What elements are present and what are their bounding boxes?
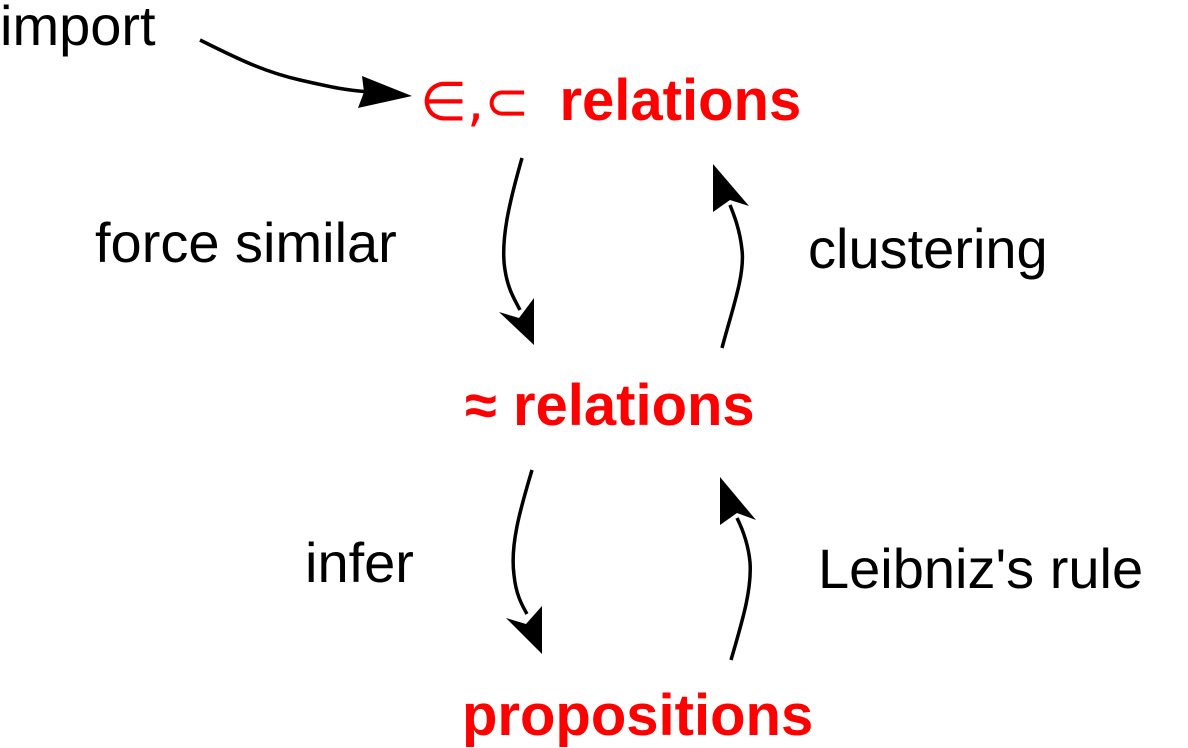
- leibniz-rule-arrow: [720, 477, 756, 661]
- infer-arrow: [506, 469, 542, 654]
- node-membership-relations: ∈,⊂ relations: [420, 68, 801, 133]
- force-similar-label: force similar: [95, 211, 397, 274]
- leibniz-rule-label: Leibniz's rule: [818, 537, 1143, 600]
- force-similar-arrow: [499, 157, 534, 345]
- infer-label: infer: [305, 531, 414, 594]
- clustering-label: clustering: [808, 217, 1048, 280]
- node-similarity-relations: ≈ relations: [465, 373, 755, 438]
- import-label: import: [0, 0, 156, 57]
- import-arrow: [199, 38, 412, 108]
- clustering-arrow: [713, 164, 749, 349]
- membership-subset-symbols: ∈,⊂: [420, 70, 529, 133]
- node-propositions: propositions: [462, 683, 813, 748]
- node-top-text: relations: [559, 68, 801, 133]
